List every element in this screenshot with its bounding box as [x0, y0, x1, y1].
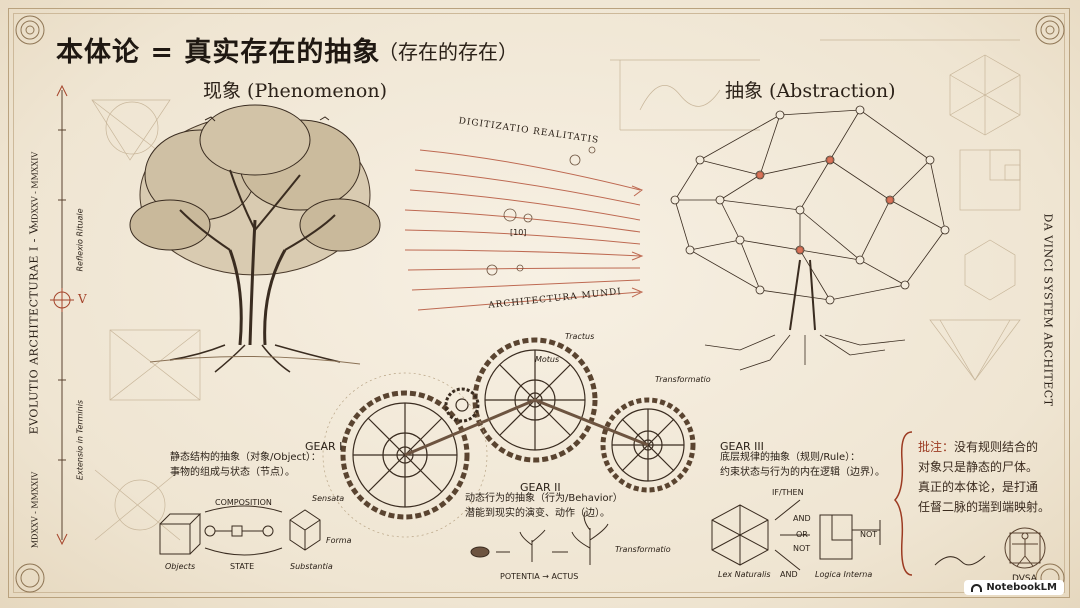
- page-subtitle: （存在的存在）: [378, 36, 518, 65]
- gear-3-description: 底层规律的抽象（规则/Rule）：约束状态与行为的内在逻辑（边界）。: [720, 450, 910, 480]
- badge-label: NotebookLM: [986, 582, 1057, 593]
- and-label-1: AND: [793, 514, 811, 523]
- notebooklm-badge: NotebookLM: [964, 580, 1064, 595]
- gear-script-transformatio: Transformatio: [655, 375, 711, 384]
- objects-label: Objects: [165, 562, 195, 571]
- vitruvian-seal-icon: [1005, 528, 1045, 568]
- left-marker: V: [78, 292, 87, 306]
- page-title: 本体论 = 真实存在的抽象: [56, 30, 380, 69]
- lex-naturalis-label: Lex Naturalis: [718, 570, 771, 579]
- right-side-caption: DA VINCI SYSTEM ARCHITECT: [1028, 180, 1068, 440]
- gear-2-description: 动态行为的抽象（行为/Behavior）潜能到现实的演变、动作（边）。: [465, 491, 665, 521]
- substantia-label: Substantia: [290, 562, 333, 571]
- annotation-note: 批注：没有规则结合的 对象只是静态的尸体。 真正的本体论，是打通 任督二脉的瑞到…: [918, 437, 1068, 517]
- state-label: STATE: [230, 562, 254, 571]
- signature: [935, 556, 985, 565]
- potentia-label: POTENTIA → ACTUS: [500, 572, 578, 581]
- not-label-1: NOT: [793, 544, 810, 553]
- sensata-label: Sensata: [312, 494, 344, 503]
- object-cubes-icon: [160, 506, 320, 555]
- or-label: OR: [796, 530, 808, 539]
- composition-label: COMPOSITION: [215, 498, 272, 507]
- left-era-bottom: MDXXV - MMXXIV: [18, 460, 52, 560]
- abstraction-label: 抽象 (Abstraction): [725, 76, 896, 103]
- abstraction-graph-tree: [671, 106, 949, 370]
- left-era-top: MDXXV - MMXXIV: [18, 140, 52, 240]
- ifthen-label: IF/THEN: [772, 488, 804, 497]
- logica-interna-label: Logica Interna: [815, 570, 872, 579]
- left-script-top: Reflexio Rituale: [60, 200, 100, 280]
- forma-label: Forma: [326, 536, 351, 545]
- phenomenon-tree: [130, 105, 380, 372]
- not-label-2: NOT: [860, 530, 877, 539]
- transformatio-label: Transformatio: [615, 545, 671, 554]
- gear-script-motus: Motus: [535, 355, 559, 364]
- flow-mid-text: [10]: [510, 228, 526, 237]
- gear-1-description: 静态结构的抽象（对象/Object）：事物的组成与状态（节点）。: [170, 450, 360, 480]
- notebooklm-icon: [971, 584, 982, 592]
- and-label-2: AND: [780, 570, 798, 579]
- phenomenon-label: 现象 (Phenomenon): [203, 76, 387, 103]
- left-script-bottom: Extensio in Terminis: [60, 400, 100, 480]
- gear-script-tractus: Tractus: [565, 332, 594, 341]
